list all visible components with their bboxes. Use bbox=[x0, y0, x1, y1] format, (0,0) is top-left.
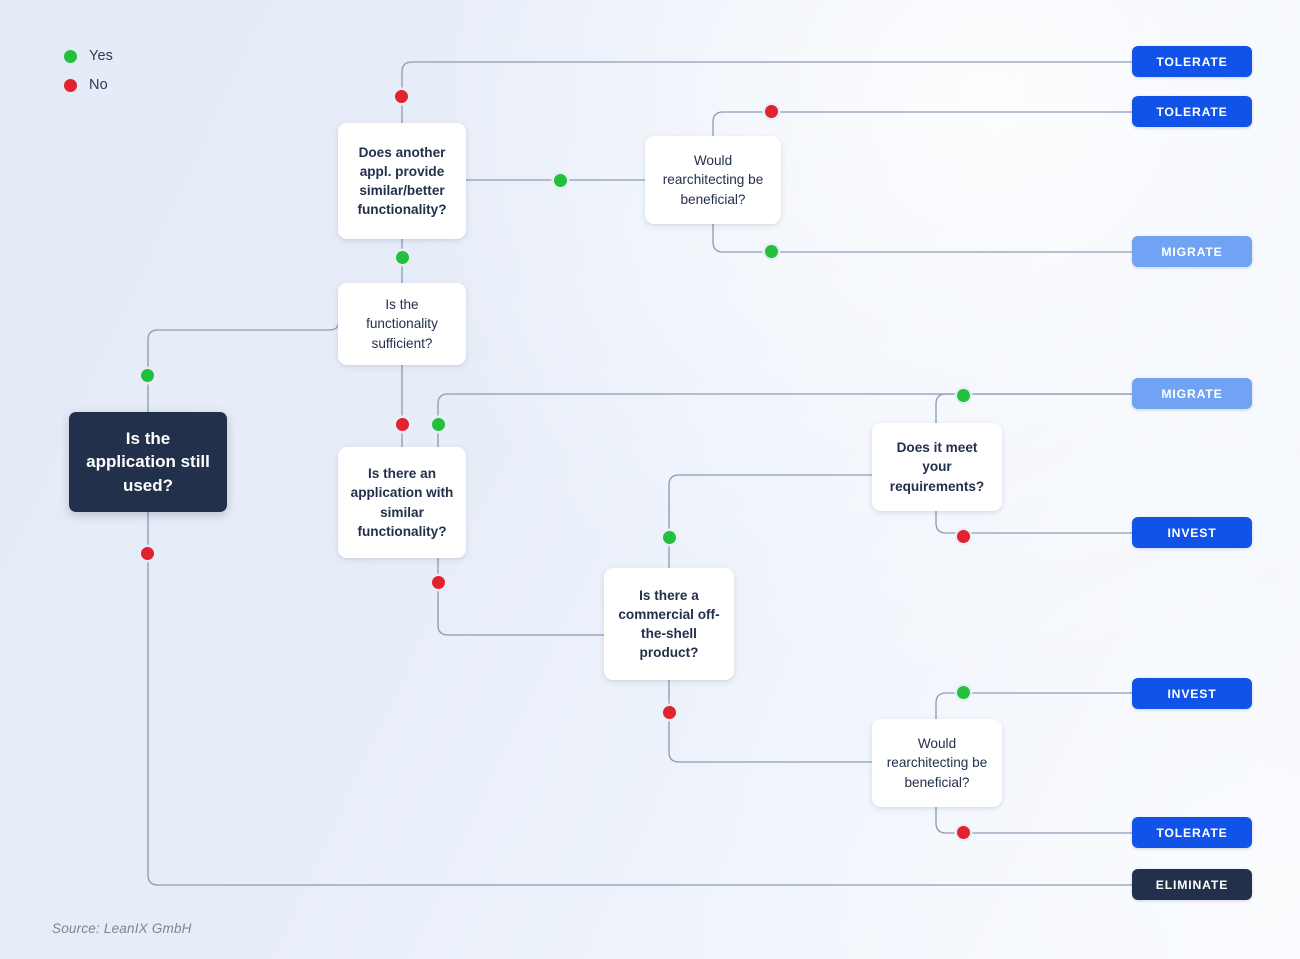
yes-dot-icon-another-application bbox=[554, 174, 567, 187]
legend-item-yes: Yes bbox=[64, 44, 113, 68]
outcome-invest-1[interactable]: INVEST bbox=[1132, 517, 1252, 548]
node-meet-requirements[interactable]: Does it meet your requirements? bbox=[872, 423, 1002, 511]
source-caption: Source: LeanIX GmbH bbox=[52, 921, 192, 936]
wire-similar-yes bbox=[437, 393, 1132, 447]
legend-label-yes: Yes bbox=[89, 48, 113, 64]
outcome-invest-1-label: INVEST bbox=[1167, 525, 1217, 540]
outcome-migrate-2[interactable]: MIGRATE bbox=[1132, 378, 1252, 409]
node-rearchitect-top-label: Would rearchitecting be beneficial? bbox=[662, 153, 764, 207]
outcome-tolerate-1-label: TOLERATE bbox=[1156, 54, 1228, 69]
wire-rearch-top-yes bbox=[712, 224, 1132, 253]
wire-rearch-bot-no bbox=[935, 806, 1132, 834]
outcome-tolerate-3[interactable]: TOLERATE bbox=[1132, 817, 1252, 848]
outcome-migrate-2-label: MIGRATE bbox=[1161, 386, 1223, 401]
outcome-invest-2-label: INVEST bbox=[1167, 686, 1217, 701]
legend-item-no: No bbox=[64, 73, 113, 97]
wire-meetreq-yes bbox=[935, 393, 1132, 423]
outcome-tolerate-3-label: TOLERATE bbox=[1156, 825, 1228, 840]
yes-dot-icon-root bbox=[141, 369, 154, 382]
wire-similar-no bbox=[437, 558, 604, 636]
yes-dot-icon-meet-requirements bbox=[957, 389, 970, 402]
node-another-application-label: Does another appl. provide similar/bette… bbox=[357, 144, 447, 218]
wire-root-yes bbox=[147, 323, 339, 412]
wire-commercial-no bbox=[668, 680, 872, 763]
node-commercial-product[interactable]: Is there a commercial off-the-shell prod… bbox=[604, 568, 734, 680]
outcome-tolerate-1[interactable]: TOLERATE bbox=[1132, 46, 1252, 77]
no-dot-icon bbox=[64, 78, 77, 92]
node-root-label: Is the application still used? bbox=[86, 428, 210, 495]
legend-label-no: No bbox=[89, 77, 108, 93]
outcome-eliminate-1-label: ELIMINATE bbox=[1155, 877, 1229, 892]
no-dot-icon-similar-application bbox=[432, 576, 445, 589]
no-dot-icon-rearchitect-top bbox=[765, 105, 778, 118]
yes-dot-icon bbox=[64, 49, 77, 63]
wire-another-no bbox=[401, 61, 1132, 123]
no-dot-icon-root bbox=[141, 547, 154, 560]
yes-dot-icon-commercial-product bbox=[663, 531, 676, 544]
outcome-tolerate-2-label: TOLERATE bbox=[1156, 104, 1228, 119]
node-functionality-sufficient-label: Is the functionality sufficient? bbox=[366, 297, 438, 351]
wire-rearch-bot-yes bbox=[935, 692, 1132, 719]
no-dot-icon-commercial-product bbox=[663, 706, 676, 719]
outcome-migrate-1[interactable]: MIGRATE bbox=[1132, 236, 1252, 267]
yes-dot-icon-rearchitect-top bbox=[765, 245, 778, 258]
node-another-application[interactable]: Does another appl. provide similar/bette… bbox=[338, 123, 466, 239]
yes-dot-icon-functionality-sufficient bbox=[396, 251, 409, 264]
yes-dot-icon-rearchitect-bottom bbox=[957, 686, 970, 699]
outcome-eliminate-1[interactable]: ELIMINATE bbox=[1132, 869, 1252, 900]
yes-dot-icon-similar-application bbox=[432, 418, 445, 431]
node-root[interactable]: Is the application still used? bbox=[69, 412, 227, 512]
node-commercial-product-label: Is there a commercial off-the-shell prod… bbox=[618, 587, 720, 661]
outcome-invest-2[interactable]: INVEST bbox=[1132, 678, 1252, 709]
wire-rearch-top-no bbox=[712, 111, 1132, 136]
no-dot-icon-rearchitect-bottom bbox=[957, 826, 970, 839]
wire-root-no bbox=[147, 512, 1132, 886]
no-dot-icon-meet-requirements bbox=[957, 530, 970, 543]
node-similar-application-label: Is there an application with similar fun… bbox=[350, 466, 454, 539]
no-dot-icon-another-application bbox=[395, 90, 408, 103]
node-rearchitect-bottom-label: Would rearchitecting be beneficial? bbox=[886, 736, 988, 790]
node-rearchitect-top[interactable]: Would rearchitecting be beneficial? bbox=[645, 136, 781, 224]
no-dot-icon-functionality-sufficient bbox=[396, 418, 409, 431]
node-rearchitect-bottom[interactable]: Would rearchitecting be beneficial? bbox=[872, 719, 1002, 807]
outcome-migrate-1-label: MIGRATE bbox=[1161, 244, 1223, 259]
node-functionality-sufficient[interactable]: Is the functionality sufficient? bbox=[338, 283, 466, 365]
node-similar-application[interactable]: Is there an application with similar fun… bbox=[338, 447, 466, 558]
outcome-tolerate-2[interactable]: TOLERATE bbox=[1132, 96, 1252, 127]
wire-commercial-yes bbox=[668, 474, 872, 568]
legend: Yes No bbox=[64, 44, 113, 102]
node-meet-requirements-label: Does it meet your requirements? bbox=[889, 440, 985, 494]
wire-meetreq-no bbox=[935, 511, 1132, 534]
